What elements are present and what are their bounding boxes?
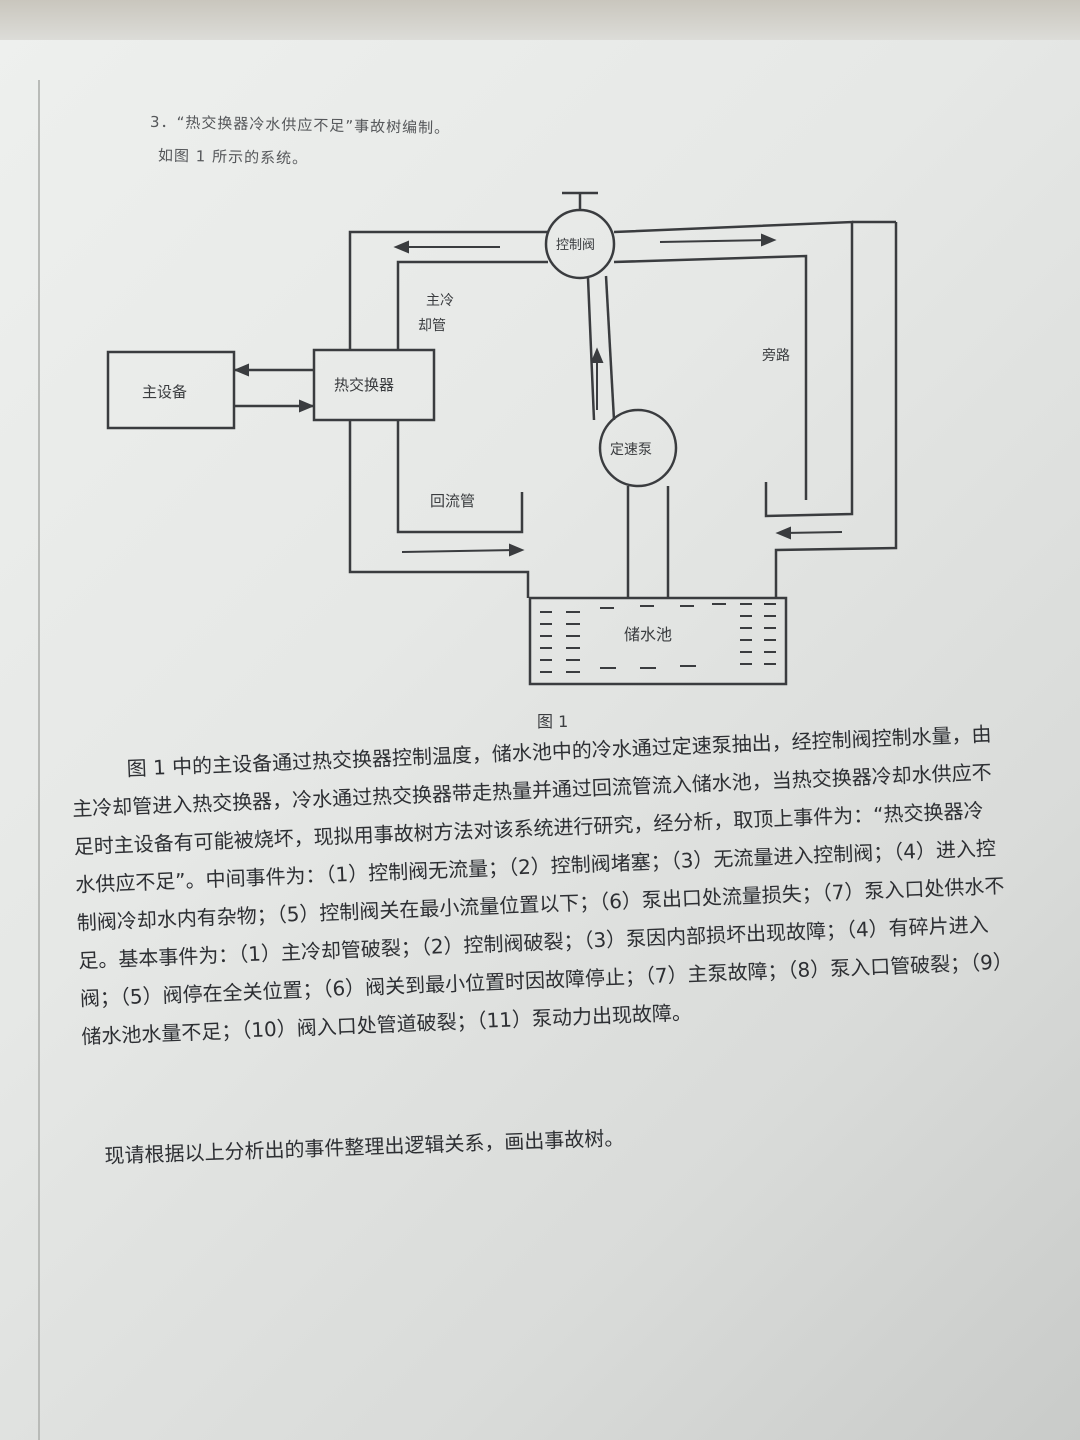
pump-label: 定速泵 — [610, 442, 652, 458]
flow-arrows — [233, 233, 843, 557]
inner-right-pipe — [613, 254, 808, 500]
outer-left-bottom-pipe — [348, 420, 530, 598]
bypass-outer — [774, 222, 898, 598]
bypass-inner — [764, 482, 854, 518]
main-equipment-box — [106, 350, 236, 430]
figure-caption: 图 1 — [537, 712, 569, 731]
reservoir-label: 储水池 — [624, 625, 672, 644]
heat-exchanger-label: 热交换器 — [334, 376, 394, 394]
desk-edge — [0, 0, 1080, 40]
inner-left-top-pipe — [396, 260, 548, 350]
heat-exchanger-box — [312, 348, 436, 422]
return-pipe-label: 回流管 — [430, 492, 475, 510]
description-paragraph: 图 1 中的主设备通过热交换器控制温度，储水池中的冷水通过定速泵抽出，经控制阀控… — [71, 722, 1005, 1049]
main-cooling-pipe-label-2: 却管 — [418, 318, 446, 334]
bypass-label: 旁路 — [762, 347, 790, 364]
outer-left-top-pipe — [348, 230, 548, 350]
riser-right — [604, 275, 616, 421]
main-equipment-label: 主设备 — [142, 383, 187, 401]
water-hatch — [540, 603, 776, 673]
control-valve-label: 控制阀 — [556, 238, 595, 253]
reservoir-box — [528, 596, 788, 686]
return-pipe — [396, 420, 524, 534]
main-cooling-pipe-label-1: 主冷 — [426, 293, 454, 309]
riser-left — [586, 277, 596, 421]
outer-right-pipe — [613, 220, 854, 500]
margin-line — [38, 80, 40, 1440]
pump-circle — [598, 408, 678, 488]
